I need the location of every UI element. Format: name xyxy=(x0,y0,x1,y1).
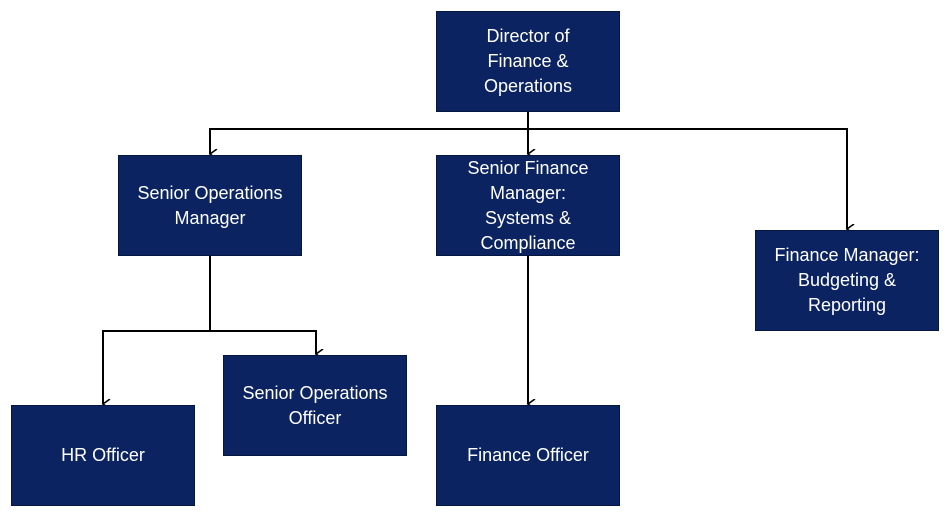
node-label: Director of Finance & Operations xyxy=(483,26,573,96)
node-label: Finance Officer xyxy=(467,445,589,465)
node-director-of-finance-operations: Director of Finance & Operations xyxy=(436,11,620,112)
node-senior-operations-manager: Senior Operations Manager xyxy=(118,155,302,256)
node-finance-manager-budgeting-reporting: Finance Manager: Budgeting & Reporting xyxy=(755,230,939,331)
node-hr-officer: HR Officer xyxy=(11,405,195,506)
node-label: Senior Operations Officer xyxy=(242,382,388,428)
node-label: Finance Manager: Budgeting & Reporting xyxy=(774,245,920,315)
node-senior-finance-manager-systems-compliance: Senior Finance Manager: Systems & Compli… xyxy=(436,155,620,256)
node-label: HR Officer xyxy=(61,445,145,465)
edge-director-to-senior-operations-manager xyxy=(210,112,529,154)
node-senior-operations-officer: Senior Operations Officer xyxy=(223,355,407,456)
edge-senior-operations-manager-to-hr-officer xyxy=(103,256,211,404)
node-label: Senior Finance Manager: Systems & Compli… xyxy=(467,157,589,253)
edge-senior-operations-manager-to-senior-operations-officer xyxy=(210,330,316,354)
node-label: Senior Operations Manager xyxy=(137,182,283,228)
edge-director-to-finance-manager-budgeting xyxy=(528,128,847,229)
node-finance-officer: Finance Officer xyxy=(436,405,620,506)
